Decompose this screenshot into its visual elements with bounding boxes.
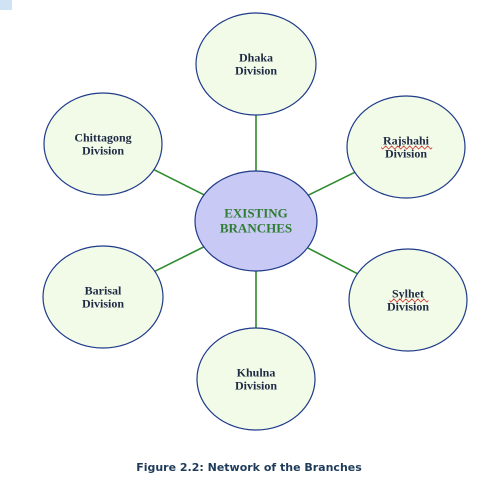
node-khulna-label-line: Khulna	[237, 366, 276, 380]
division-nodes: DhakaDivisionRajshahiDivisionSylhetDivis…	[42, 12, 468, 431]
node-sylhet-label-line: Division	[387, 300, 429, 314]
node-khulna-ellipse	[196, 327, 316, 431]
node-rajshahi-label-line: Division	[385, 147, 427, 161]
connector-barisal	[154, 246, 205, 273]
hub-label-line: EXISTING	[224, 206, 288, 221]
node-khulna-label-line: Division	[235, 379, 277, 393]
node-barisal-ellipse	[42, 245, 164, 349]
node-dhaka-label-line: Dhaka	[239, 51, 273, 65]
node-sylhet-label-line: Sylhet	[392, 287, 424, 301]
connector-chittagong	[153, 168, 205, 196]
spellcheck-underline-rajshahi	[380, 145, 433, 150]
node-chittagong-ellipse	[43, 92, 163, 196]
node-barisal-label-line: Barisal	[85, 284, 122, 298]
page-corner-marker	[0, 0, 12, 10]
node-sylhet-ellipse	[348, 248, 468, 352]
node-barisal-label-line: Division	[82, 297, 124, 311]
figure-caption: Figure 2.2: Network of the Branches	[136, 461, 362, 474]
connector-sylhet	[307, 247, 358, 275]
node-dhaka-ellipse	[195, 12, 317, 116]
connectors	[153, 115, 358, 328]
connector-rajshahi	[307, 171, 356, 196]
node-rajshahi-label-line: Rajshahi	[383, 134, 430, 148]
hub-label-line: BRANCHES	[220, 221, 292, 236]
node-rajshahi-ellipse	[346, 95, 466, 199]
node-chittagong-label-line: Chittagong	[74, 131, 131, 145]
node-chittagong-label-line: Division	[82, 144, 124, 158]
hub-ellipse	[194, 170, 318, 272]
node-dhaka-label-line: Division	[235, 64, 277, 78]
spellcheck-underline-sylhet	[389, 298, 429, 303]
